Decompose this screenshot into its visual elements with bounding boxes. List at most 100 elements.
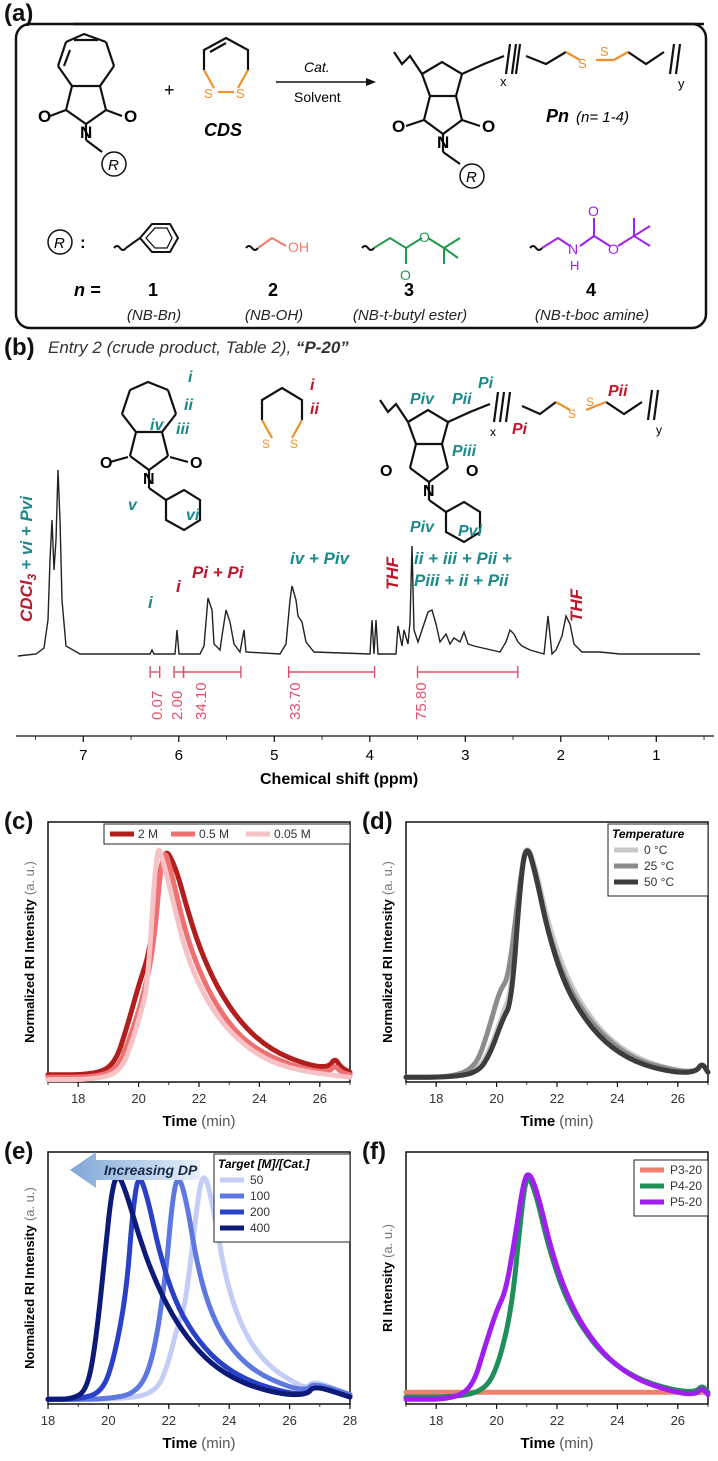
series-line <box>403 1172 711 1402</box>
peak-thf-1: THF <box>383 556 402 590</box>
nmr-sub-y: y <box>656 423 662 437</box>
r-group-number: 3 <box>404 280 414 300</box>
x-tick-label: 26 <box>313 1091 327 1106</box>
y-axis-label: Normalized RI Intensity(a. u.) <box>22 861 37 1043</box>
x-tick-label: 18 <box>71 1091 85 1106</box>
peak-iv-piv: iv + Piv <box>290 549 351 568</box>
x-tick-label: 20 <box>489 1413 503 1428</box>
nmr-monomer-label: i <box>188 369 193 386</box>
nmr-monomer-structure <box>109 380 202 532</box>
subscript-x: x <box>500 74 507 89</box>
r-group-number: 4 <box>586 280 596 300</box>
r-colon: : <box>80 233 86 252</box>
x-tick-label: 26 <box>671 1413 685 1428</box>
polymer-r-circle <box>459 163 485 189</box>
increasing-dp-arrow: Increasing DP <box>70 1152 200 1188</box>
legend-label: 2 M <box>138 827 158 841</box>
peak-group-line1: ii + iii + Pii + <box>414 549 512 568</box>
x-tick-label: 24 <box>610 1413 624 1428</box>
series-line <box>45 1175 353 1402</box>
polymer-s2: S <box>600 44 609 59</box>
arrow-label: Increasing DP <box>104 1162 198 1178</box>
nmr-mono-o2: O <box>190 455 202 472</box>
nmr-cds-label: i <box>310 377 315 394</box>
plus-sign: + <box>164 80 175 100</box>
legend-label: 100 <box>250 1189 270 1203</box>
legend-label: P4-20 <box>670 1179 702 1193</box>
x-tick-label: 20 <box>101 1413 115 1428</box>
series-line <box>45 1177 353 1402</box>
y-axis-label: Normalized RI Intensity(a. u.) <box>22 1187 37 1369</box>
reaction-scheme: O O N R + S S CDS Cat. Solvent S <box>14 22 708 330</box>
nmr-poly-o2: O <box>466 463 478 480</box>
r-group-name: (NB-OH) <box>245 307 303 324</box>
plot-frame <box>47 821 351 1083</box>
nmr-polymer-label: Pvi <box>458 523 483 540</box>
nmr-header-bold: “P-20” <box>295 338 349 357</box>
legend-label: 400 <box>250 1221 270 1235</box>
ester-o-carbonyl: O <box>400 267 411 283</box>
r-group-name: (NB-t-boc amine) <box>535 307 649 324</box>
atom-o-right: O <box>124 107 137 126</box>
r-group-number: 2 <box>268 280 278 300</box>
r-group-number: 1 <box>148 280 158 300</box>
legend-label: 200 <box>250 1205 270 1219</box>
polymer-o-left: O <box>392 117 405 136</box>
r-group-tbutyl-ester <box>361 236 461 264</box>
panel-label-d: (d) <box>362 808 393 835</box>
r-group-hydroxyethyl <box>245 236 287 251</box>
cds-structure <box>202 36 250 70</box>
cdcl3-plus: + vi + Pvi <box>17 495 36 570</box>
hydroxyl-label: OH <box>288 239 309 255</box>
r-group-name: (NB-t-butyl ester) <box>353 307 467 324</box>
amine-n: N <box>568 241 578 257</box>
x-tick-label: 22 <box>192 1091 206 1106</box>
legend-label: 25 °C <box>644 859 674 873</box>
legend-label: 50 °C <box>644 875 674 889</box>
nmr-tick-label: 2 <box>557 747 565 764</box>
arrow-shape <box>70 1152 200 1188</box>
y-axis-label: Normalized RI Intensity(a. u.) <box>380 861 395 1043</box>
r-legend-symbol: R <box>54 235 65 252</box>
nmr-polymer-label: Pii <box>608 383 628 400</box>
x-tick-label: 24 <box>222 1413 236 1428</box>
nmr-monomer-label: iii <box>176 421 190 438</box>
legend-label: 0 °C <box>644 843 668 857</box>
legend-label: 50 <box>250 1173 264 1187</box>
panel-label-e: (e) <box>4 1138 34 1165</box>
svg-text:CDCl3+ vi + Pvi: CDCl3+ vi + Pvi <box>17 495 39 622</box>
panel-label-a: (a) <box>4 0 34 27</box>
legend-label: P3-20 <box>670 1163 702 1177</box>
scheme-frame <box>14 22 708 330</box>
peak-i-green: i <box>148 593 154 612</box>
r-group-labels: 1 (NB-Bn) 2 (NB-OH) 3 (NB-t-butyl ester) 4 (NB-… <box>127 280 649 324</box>
polymer-range: (n= 1-4) <box>576 109 629 126</box>
nmr-cds-s2: S <box>290 437 298 451</box>
monomer-structure <box>49 32 123 153</box>
r-group-name: (NB-Bn) <box>127 307 181 324</box>
nmr-poly-n: N <box>423 483 435 500</box>
amine-h: H <box>570 258 579 273</box>
nmr-tick-label: 7 <box>79 747 87 764</box>
arrow-solvent: Solvent <box>294 89 341 105</box>
nmr-trace <box>17 469 700 657</box>
boc-o-ether: O <box>608 241 619 257</box>
atom-n: N <box>80 123 92 142</box>
r-group-benzyl <box>113 223 180 253</box>
peak-i-red: i <box>176 577 182 596</box>
peak-pi-pair: Pi + Pi <box>192 563 245 582</box>
r-group-circle <box>101 151 127 177</box>
nmr-polymer-label: Piv <box>410 519 435 536</box>
panel-label-f: (f) <box>362 1138 386 1165</box>
cdcl3-text: CDCl <box>17 579 36 622</box>
nmr-tick-label: 1 <box>652 747 660 764</box>
series-line <box>45 850 353 1078</box>
x-tick-label: 18 <box>429 1091 443 1106</box>
x-tick-label: 22 <box>550 1413 564 1428</box>
peak-thf-2: THF <box>567 588 586 622</box>
